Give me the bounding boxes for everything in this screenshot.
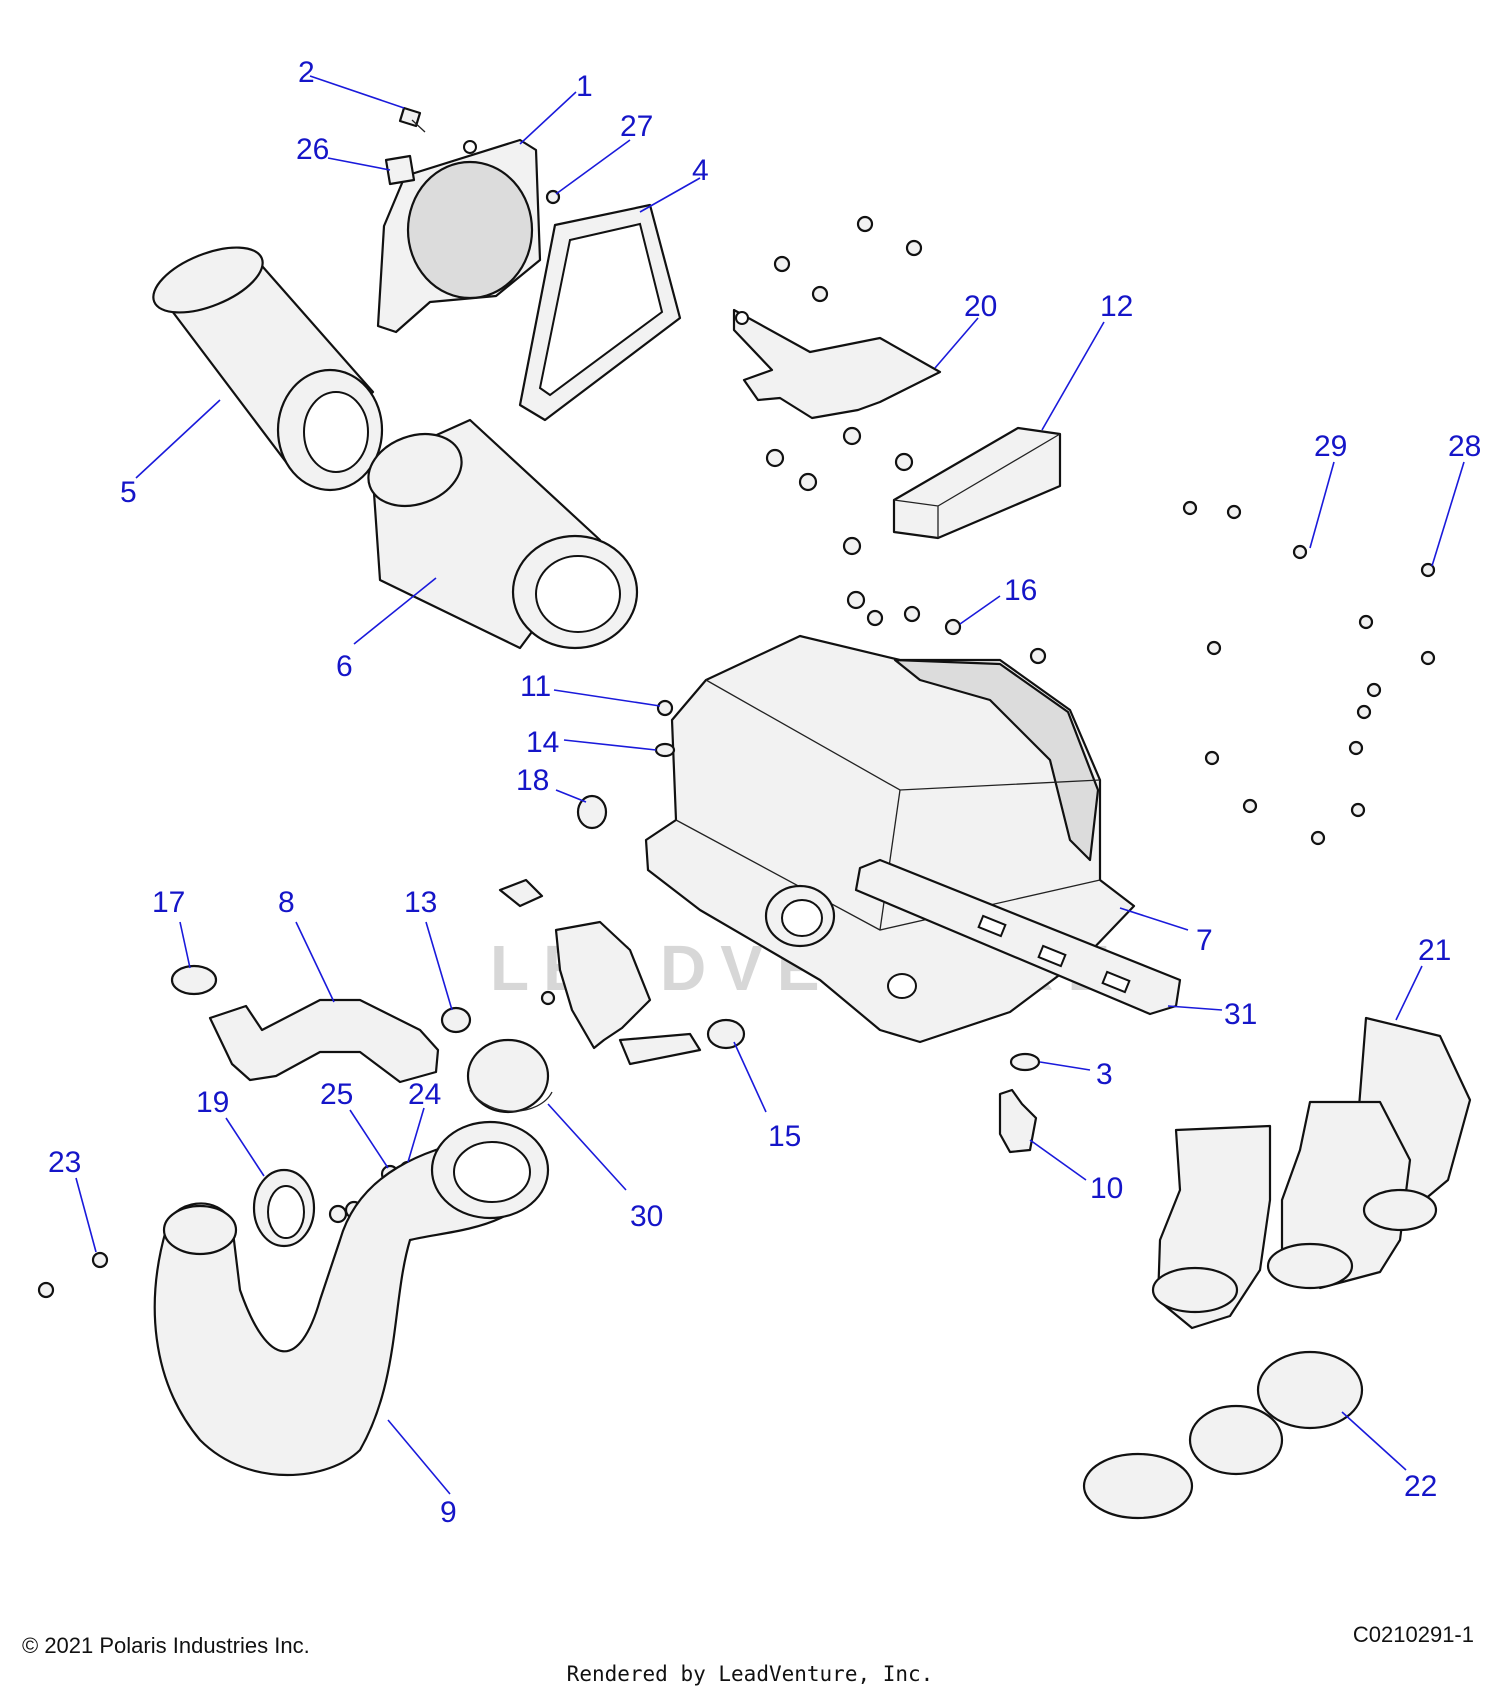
part-31-strap bbox=[854, 858, 1182, 1016]
callout-15: 15 bbox=[768, 1120, 801, 1153]
part-18-grommet bbox=[576, 794, 608, 830]
callout-21: 21 bbox=[1418, 934, 1451, 967]
part-17-clamp bbox=[170, 964, 218, 996]
part-19-seal-ring bbox=[252, 1168, 316, 1248]
callout-12: 12 bbox=[1100, 290, 1133, 323]
callout-4: 4 bbox=[692, 154, 709, 187]
part-6-pre-filter bbox=[367, 418, 639, 650]
part-14-washer bbox=[654, 742, 676, 758]
part-11-bolt bbox=[656, 699, 674, 717]
callout-2: 2 bbox=[298, 56, 315, 89]
callout-19: 19 bbox=[196, 1086, 229, 1119]
part-1-cover-plate bbox=[376, 138, 542, 334]
part-12-foam-block bbox=[892, 426, 1062, 540]
callout-23: 23 bbox=[48, 1146, 81, 1179]
part-23-screws bbox=[37, 1251, 109, 1299]
part-4-gasket bbox=[518, 203, 682, 422]
valve-assembly bbox=[540, 920, 702, 1066]
callout-25: 25 bbox=[320, 1078, 353, 1111]
callout-31: 31 bbox=[1224, 998, 1257, 1031]
copyright-text: © 2021 Polaris Industries Inc. bbox=[22, 1633, 310, 1658]
fastener-group-right bbox=[1182, 500, 1436, 846]
part-15-grommet bbox=[706, 1018, 746, 1050]
rendered-by-text: Rendered by LeadVenture, Inc. bbox=[566, 1662, 934, 1686]
callout-30: 30 bbox=[630, 1200, 663, 1233]
callout-8: 8 bbox=[278, 886, 295, 919]
callout-1: 1 bbox=[576, 70, 593, 103]
callout-16: 16 bbox=[1004, 574, 1037, 607]
callout-labels: 2 1 26 27 4 5 6 20 12 29 28 16 11 14 18 … bbox=[48, 56, 1481, 1529]
sensor bbox=[498, 878, 544, 908]
part-5-air-filter bbox=[152, 246, 384, 492]
leader-lines bbox=[75, 75, 1465, 1495]
callout-3: 3 bbox=[1096, 1058, 1113, 1091]
callout-27: 27 bbox=[620, 110, 653, 143]
part-13-clamp bbox=[440, 1006, 472, 1034]
part-3-o-ring bbox=[1009, 1052, 1041, 1072]
callout-14: 14 bbox=[526, 726, 559, 759]
part-26-clip bbox=[384, 154, 416, 186]
part-21-ducts bbox=[1151, 1016, 1472, 1330]
drawing-code: C0210291-1 bbox=[1352, 1622, 1474, 1647]
callout-11: 11 bbox=[520, 670, 551, 703]
part-2-screw bbox=[398, 106, 426, 133]
part-30-cap bbox=[466, 1038, 553, 1114]
part-10-drain-valve bbox=[998, 1088, 1038, 1154]
callout-9: 9 bbox=[440, 1496, 457, 1529]
callout-26: 26 bbox=[296, 133, 329, 166]
callout-5: 5 bbox=[120, 476, 137, 509]
callout-6: 6 bbox=[336, 650, 353, 683]
part-20-bracket bbox=[732, 308, 942, 420]
callout-29: 29 bbox=[1314, 430, 1347, 463]
callout-13: 13 bbox=[404, 886, 437, 919]
callout-7: 7 bbox=[1196, 924, 1213, 957]
part-8-hose bbox=[208, 998, 440, 1084]
callout-18: 18 bbox=[516, 764, 549, 797]
part-9-intake-duct bbox=[153, 1120, 550, 1477]
callout-10: 10 bbox=[1090, 1172, 1123, 1205]
part-22-clamps bbox=[1082, 1350, 1364, 1520]
callout-24: 24 bbox=[408, 1078, 441, 1111]
callout-22: 22 bbox=[1404, 1470, 1437, 1503]
callout-17: 17 bbox=[152, 886, 185, 919]
fastener-group-top bbox=[765, 215, 1047, 665]
callout-20: 20 bbox=[964, 290, 997, 323]
callout-28: 28 bbox=[1448, 430, 1481, 463]
